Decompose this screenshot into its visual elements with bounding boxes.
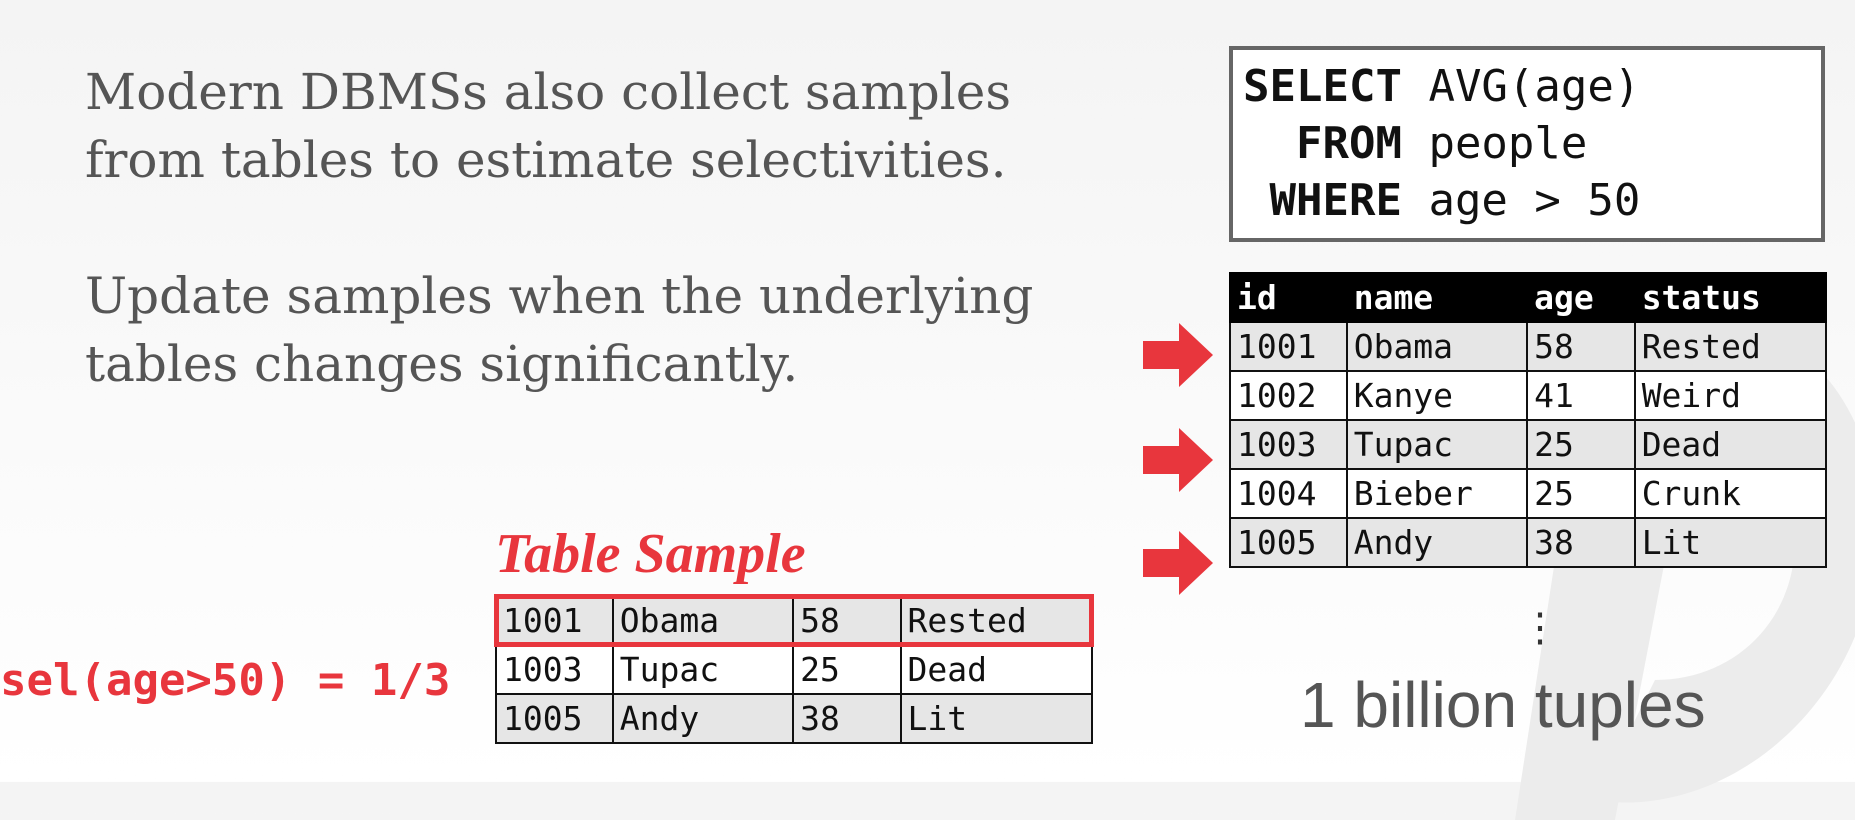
sql-clause: age > 50 <box>1428 175 1641 226</box>
table-header-row: id name age status <box>1229 272 1828 323</box>
matching-row-highlight <box>494 594 1094 647</box>
sampled-row-arrow-icon <box>1143 323 1213 387</box>
table-cell: Crunk <box>1633 468 1828 519</box>
table-cell: Lit <box>899 693 1094 744</box>
table-cell: Andy <box>1345 517 1529 568</box>
table-cell: Weird <box>1633 370 1828 421</box>
sql-keyword: FROM <box>1243 118 1402 169</box>
table-cell: 58 <box>1526 321 1636 372</box>
sql-clause: AVG(age) <box>1428 61 1641 112</box>
column-header-name: name <box>1345 272 1529 323</box>
sample-table: 1001 Obama 58 Rested 1003 Tupac 25 Dead … <box>495 595 1094 744</box>
selectivity-estimate: sel(age>50) = 1/3 <box>0 655 451 706</box>
column-header-status: status <box>1633 272 1828 323</box>
table-cell: 1004 <box>1229 468 1348 519</box>
table-cell: Bieber <box>1345 468 1529 519</box>
table-cell: Rested <box>899 595 1094 646</box>
sample-title: Table Sample <box>495 523 806 585</box>
sql-keyword: SELECT <box>1243 61 1402 112</box>
table-cell: Obama <box>1345 321 1529 372</box>
column-header-id: id <box>1229 272 1348 323</box>
table-cell: Dead <box>1633 419 1828 470</box>
bullet-samples: Modern DBMSs also collect samples from t… <box>85 63 1011 189</box>
table-cell: 25 <box>1526 419 1636 470</box>
table-cell: 1005 <box>495 693 614 744</box>
table-cell: 41 <box>1526 370 1636 421</box>
table-cell: 38 <box>792 693 902 744</box>
column-header-age: age <box>1526 272 1636 323</box>
table-cell: Rested <box>1633 321 1828 372</box>
sql-clause: people <box>1428 118 1588 169</box>
table-cell: 25 <box>792 644 902 695</box>
sql-line-where: WHERE age > 50 <box>1243 172 1821 229</box>
vertical-ellipsis: ⋮ <box>1520 606 1560 650</box>
sampled-row-arrow-icon <box>1143 428 1213 492</box>
table-row: 1002 Kanye 41 Weird <box>1229 370 1828 421</box>
table-cell: 1005 <box>1229 517 1348 568</box>
sql-query-box: SELECT AVG(age) FROM people WHERE age > … <box>1229 46 1825 242</box>
table-cell: Dead <box>899 644 1094 695</box>
table-row: 1003 Tupac 25 Dead <box>1229 419 1828 470</box>
table-cell: Lit <box>1633 517 1828 568</box>
table-cell: 38 <box>1526 517 1636 568</box>
table-cell: 1003 <box>1229 419 1348 470</box>
table-row: 1005 Andy 38 Lit <box>1229 517 1828 568</box>
table-cell: Tupac <box>1345 419 1529 470</box>
table-row: 1003 Tupac 25 Dead <box>495 644 1094 695</box>
table-cell: 25 <box>1526 468 1636 519</box>
sql-line-select: SELECT AVG(age) <box>1243 58 1821 115</box>
table-row: 1004 Bieber 25 Crunk <box>1229 468 1828 519</box>
tuple-count-caption: 1 billion tuples <box>1300 669 1706 741</box>
sql-line-from: FROM people <box>1243 115 1821 172</box>
table-cell: Andy <box>611 693 795 744</box>
sql-keyword: WHERE <box>1243 175 1402 226</box>
table-cell: 1001 <box>1229 321 1348 372</box>
table-cell: Tupac <box>611 644 795 695</box>
sampled-row-arrow-icon <box>1143 531 1213 595</box>
table-row: 1001 Obama 58 Rested <box>1229 321 1828 372</box>
table-cell: 1003 <box>495 644 614 695</box>
table-cell: 1002 <box>1229 370 1348 421</box>
table-row: 1005 Andy 38 Lit <box>495 693 1094 744</box>
bullet-update-samples: Update samples when the underlying table… <box>85 267 1034 393</box>
table-row: 1001 Obama 58 Rested <box>495 595 1094 646</box>
table-cell: Kanye <box>1345 370 1529 421</box>
people-table: id name age status 1001 Obama 58 Rested … <box>1229 272 1828 568</box>
